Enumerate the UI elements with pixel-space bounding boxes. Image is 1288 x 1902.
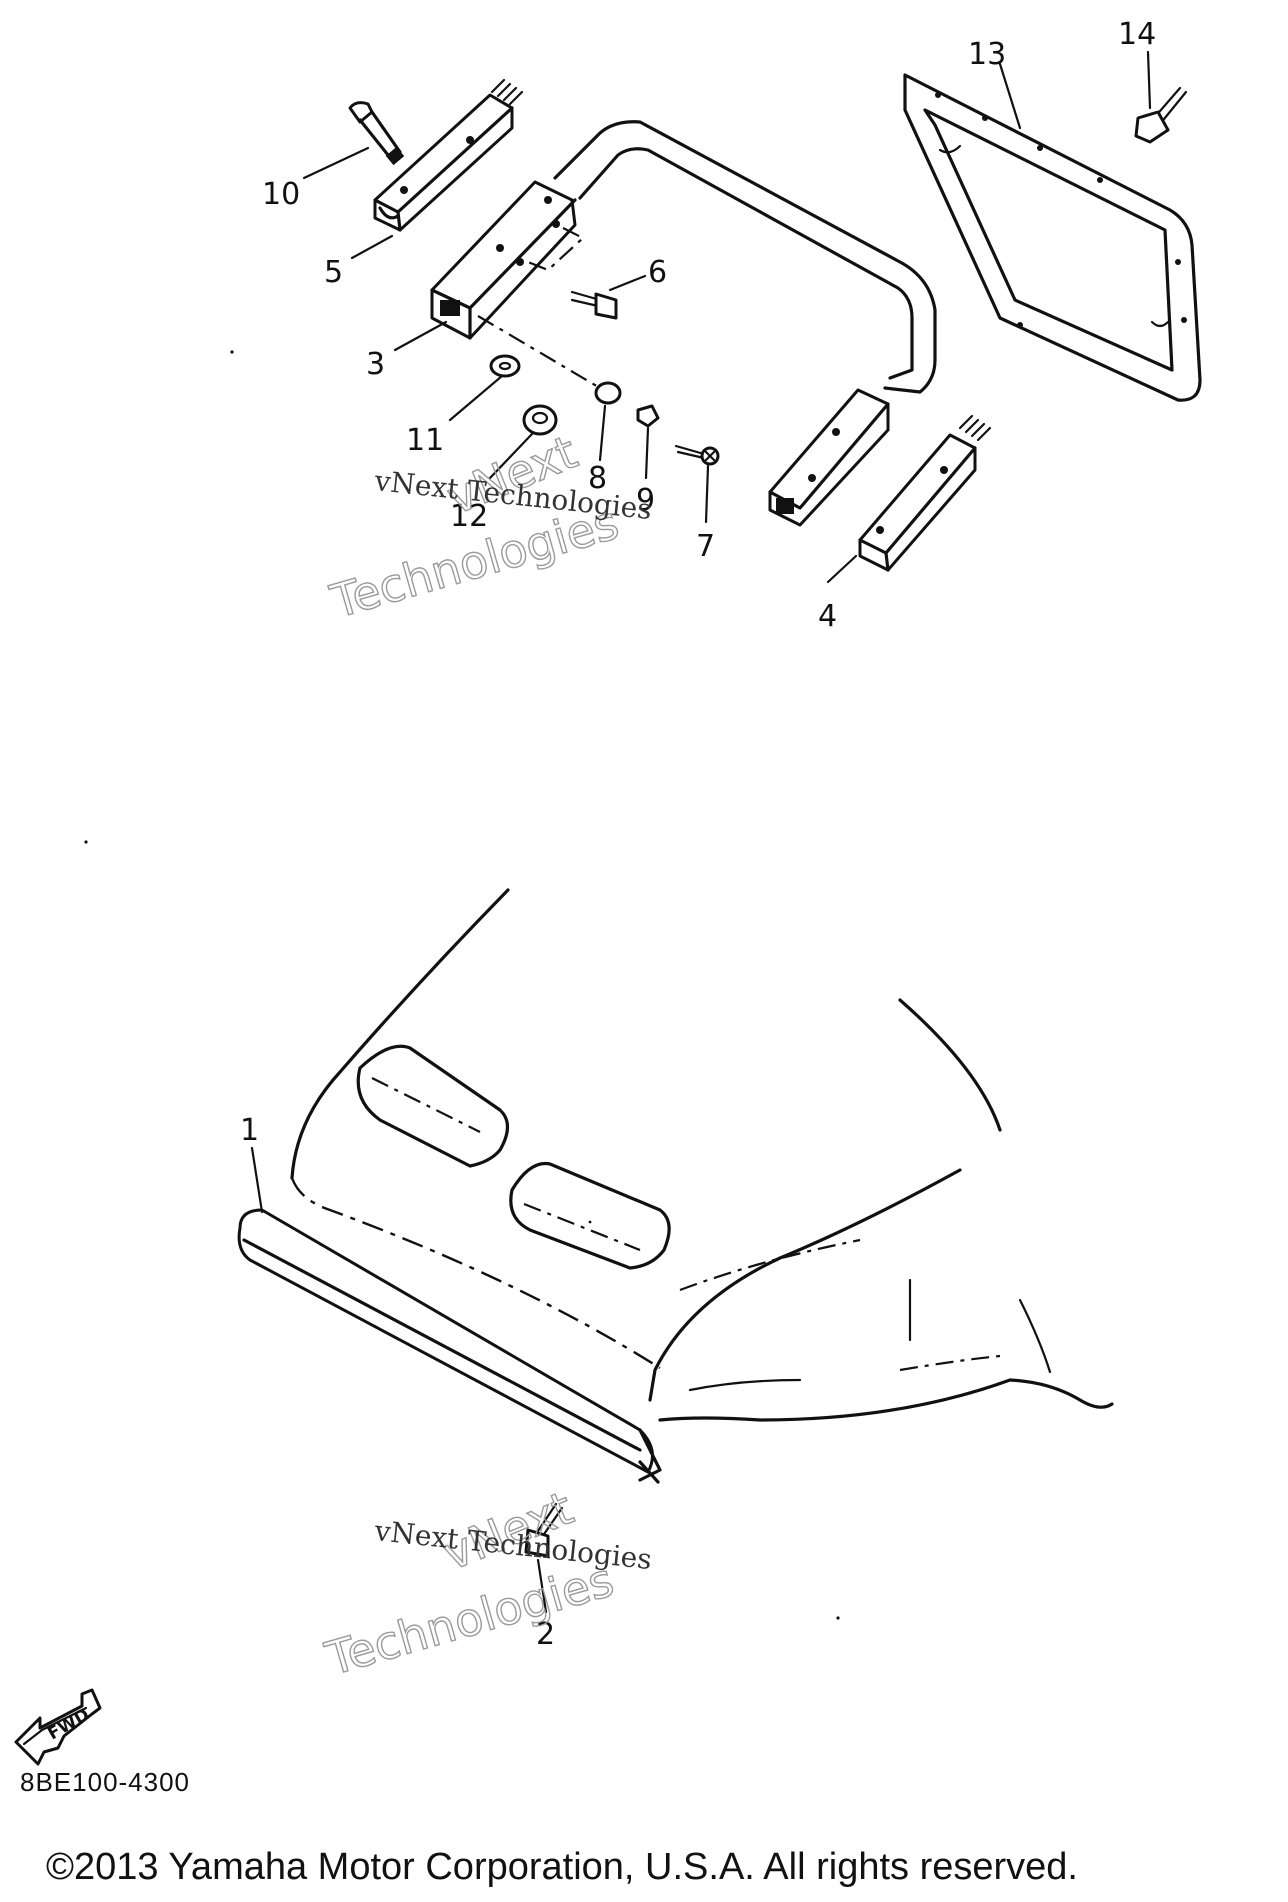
callout-6: 6 [648,255,667,290]
nut-12 [522,404,558,436]
callout-8: 8 [588,461,607,496]
fwd-arrow-icon: FWD [14,1688,102,1766]
speck [230,350,234,354]
callout-9: 9 [636,483,655,518]
callout-numbers: 1 2 3 4 5 6 7 8 9 10 11 12 13 14 [240,17,1156,1652]
bolt-6 [570,290,618,320]
washer-11-hole [498,361,512,371]
screw-7 [674,444,720,466]
fwd-label: FWD [45,1705,94,1745]
callout-7: 7 [696,529,715,564]
callout-11: 11 [406,423,444,458]
callout-10: 10 [262,177,300,212]
copyright-notice: ©2013 Yamaha Motor Corporation, U.S.A. A… [46,1846,1078,1888]
washer-8 [594,381,622,405]
rail-bracket-left [430,180,585,340]
callout-12: 12 [450,499,488,534]
callout-5: 5 [324,255,343,290]
leader-lines-bottom [250,1146,548,1614]
hull-deck [290,888,1114,1422]
callout-3: 3 [366,347,385,382]
hull-vent-left [356,1044,510,1168]
callout-2: 2 [536,1617,555,1652]
bumper-rail-1 [237,1208,662,1484]
diagram-code: 8BE100-4300 [20,1767,191,1797]
watermark-bottom: vNext Technologies vNext Technologies [319,1480,654,1687]
tube-rail [553,120,937,394]
hull-vent-right [509,1161,671,1270]
rail-end-right [768,388,890,527]
callout-14: 14 [1118,17,1156,52]
watermark-top: vNext Technologies vNext Technologies [324,424,654,630]
clip-14 [1134,86,1188,144]
cap-right-4 [858,414,992,572]
nut-9 [636,404,660,428]
washer-11 [489,354,521,378]
leader-dashed-8 [477,315,601,389]
callout-13: 13 [968,37,1006,72]
callout-4: 4 [818,599,837,634]
gasket-13 [903,73,1202,402]
pin-10 [348,101,405,166]
speck [84,840,88,844]
leader-lines-top [302,50,1152,584]
cap-left-5 [373,78,524,232]
speck [836,1616,840,1620]
speck [588,1220,592,1224]
screw-2 [524,1502,564,1558]
callout-1: 1 [240,1113,259,1148]
